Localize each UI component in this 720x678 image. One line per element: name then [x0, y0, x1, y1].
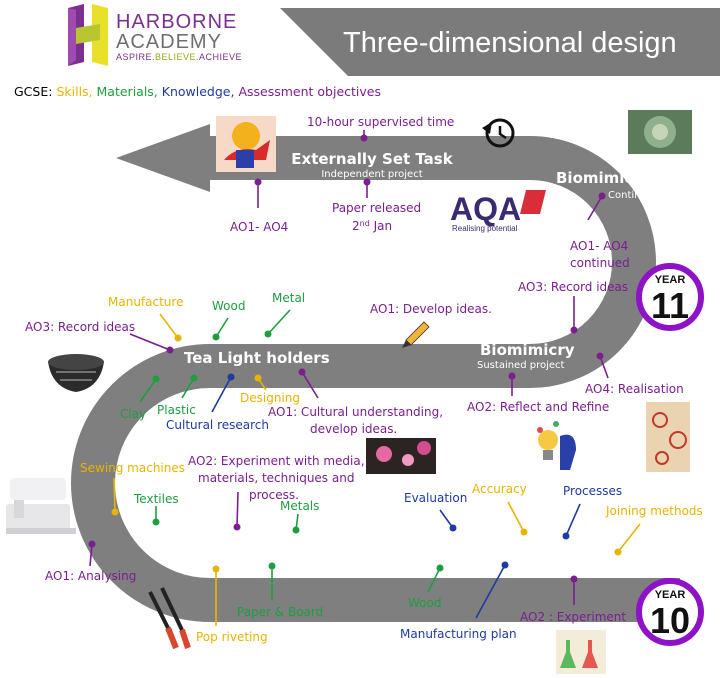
stage-anthropomorphism: Anthropomorphism [447, 544, 610, 562]
road-arrowhead [116, 124, 210, 192]
year-11-badge: YEAR 11 [636, 263, 704, 331]
label-10-hour: 10-hour supervised time [307, 115, 454, 129]
label-ao2-materials: materials, techniques and [198, 471, 354, 485]
succulent-photo-icon [628, 110, 692, 154]
stage-biomimicry-sustained-sub: Sustained project [477, 360, 565, 371]
label-clay: Clay [120, 407, 146, 421]
label-sewing-machines: Sewing machines [80, 461, 185, 475]
brand-tagline: ASPIRE.BELIEVE.ACHIEVE [116, 52, 242, 62]
label-ao1-ao4-continued: AO1- AO4 [570, 239, 628, 253]
pencil-icon [402, 321, 430, 348]
label-ao4-realisation: AO4: Realisation [585, 382, 684, 396]
svg-text:Realising potential: Realising potential [452, 224, 518, 233]
label-ao1-analysing: AO1: Analysing [45, 569, 136, 583]
label-designing: Designing [240, 391, 300, 405]
svg-text:YEAR: YEAR [655, 589, 686, 601]
label-ao3-record-right: AO3: Record ideas [518, 280, 628, 294]
label-joining-methods: Joining methods [605, 504, 703, 518]
stage-externally-set-task: Externally Set Task [291, 150, 453, 168]
label-evaluation: Evaluation [404, 491, 467, 505]
connector-pins [88, 130, 641, 626]
bowl-photo-icon [48, 354, 104, 392]
label-cultural-research: Cultural research [166, 418, 269, 432]
label-2nd-jan: 2nd Jan [352, 219, 392, 233]
label-manufacturing-plan: Manufacturing plan [400, 627, 517, 641]
label-ao2-reflect: AO2: Reflect and Refine [467, 400, 609, 414]
label-ao3-record-left: AO3: Record ideas [25, 320, 135, 334]
label-plastic: Plastic [157, 403, 196, 417]
stage-tea-light-holders: Tea Light holders [184, 349, 330, 367]
lightbulb-head-icon [537, 421, 576, 470]
title-banner [280, 8, 720, 76]
svg-text:10: 10 [650, 600, 690, 641]
gcse-legend: GCSE: Skills, Materials, Knowledge, Asse… [14, 84, 381, 99]
stage-biomimicry-continued-sub: Continued [608, 190, 659, 201]
stage-experimentation: Experimentation [143, 536, 283, 554]
label-continued: continued [570, 256, 630, 270]
label-pop-riveting: Pop riveting [196, 630, 268, 644]
stage-biomimicry-sustained: Biomimicry [480, 341, 575, 359]
fabric-pattern-icon [366, 438, 436, 474]
circles-art-icon [646, 402, 690, 472]
science-flasks-icon [556, 630, 606, 674]
brand-name-bottom: ACADEMY [116, 31, 222, 53]
clock-history-icon [482, 118, 515, 148]
page-title: Three-dimensional design [343, 27, 677, 59]
label-metal-top: Metal [272, 291, 305, 305]
label-metals: Metals [280, 499, 319, 513]
label-ao2-process: process. [249, 488, 299, 502]
label-wood-top: Wood [212, 299, 245, 313]
academy-logo [68, 4, 108, 66]
label-ao1-cultural: AO1: Cultural understanding, [268, 405, 443, 419]
aqa-logo: AQA Realising potential [450, 190, 546, 233]
rivet-gun-icon [148, 587, 191, 650]
label-paper-board: Paper & Board [237, 605, 323, 619]
road [71, 124, 680, 622]
label-ao2-experiment: AO2 : Experiment [520, 610, 626, 624]
labels: 10-hour supervised time AO1- AO4 Paper r… [25, 115, 703, 644]
stage-ext-subtitle: Independent project [321, 169, 422, 180]
label-textiles: Textiles [133, 492, 179, 506]
label-paper-released: Paper released [332, 201, 421, 215]
label-processes: Processes [563, 484, 622, 498]
label-manufacture: Manufacture [108, 295, 183, 309]
sewing-machine-icon [6, 478, 76, 534]
svg-text:11: 11 [651, 285, 689, 326]
label-ao1-ao4: AO1- AO4 [230, 220, 288, 234]
svg-text:AQA: AQA [450, 191, 521, 227]
label-ao2-experiment-media: AO2: Experiment with media, [188, 454, 365, 468]
head-illustration-icon [216, 116, 276, 172]
stage-biomimicry-continued: Biomimicry [556, 169, 651, 187]
svg-text:YEAR: YEAR [655, 274, 686, 286]
label-ao1-develop: AO1: Develop ideas. [370, 302, 492, 316]
label-accuracy: Accuracy [472, 482, 527, 496]
label-wood-bottom: Wood [408, 596, 441, 610]
year-10-badge: YEAR 10 [636, 578, 704, 646]
brand-name-top: HARBORNE [116, 11, 237, 33]
label-develop-ideas: develop ideas. [310, 422, 397, 436]
